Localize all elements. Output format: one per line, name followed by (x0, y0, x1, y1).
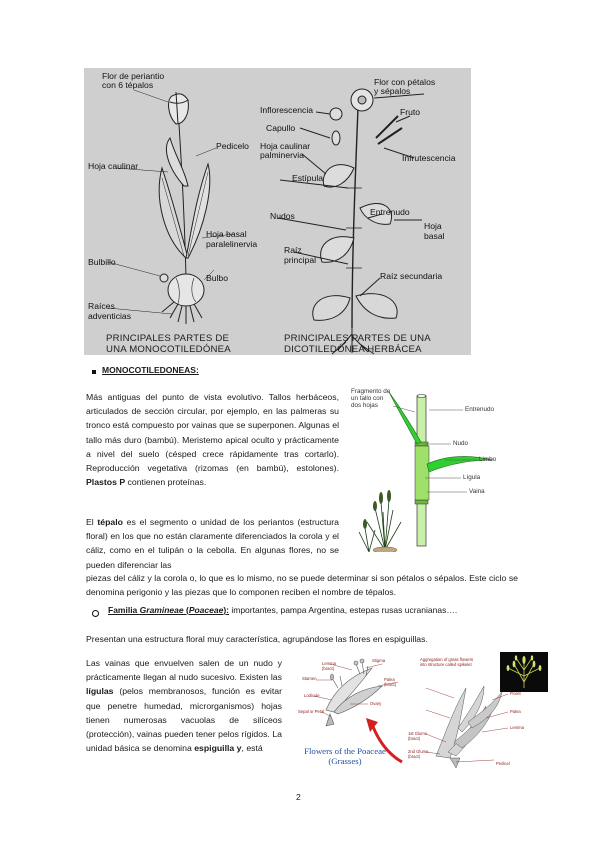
label-pedicelo: Pedicelo (216, 141, 249, 151)
label-lemma-2: (bract) (322, 666, 335, 671)
label-glume2-2: (bract) (408, 754, 421, 759)
label-ligula: Lígula (463, 474, 481, 481)
label-flor-petalos: Flor con pétalos (374, 77, 436, 87)
label-entrenudo: Entrenudo (370, 207, 410, 217)
label-lemma-right: Lemma (510, 725, 524, 730)
grass-stem-figure: Fragmento de un tallo con dos hojas Entr… (345, 382, 515, 554)
label-hoja-caulinar-right: Hoja caulinar (260, 141, 311, 151)
ligulas-bold: lígulas (86, 686, 114, 697)
caption-dico-1: PRINCIPALES PARTES DE UNA (284, 333, 431, 344)
family-prefix: Familia (108, 605, 140, 615)
label-estipula: Estípula (292, 173, 324, 183)
label-palea-2: (bract) (384, 682, 397, 687)
label-flor-petalos-2: y sépalos (374, 86, 411, 96)
label-hoja-basal-right-2: basal (424, 231, 445, 241)
sub-bullet-marker (92, 610, 99, 617)
grass-drawing (358, 391, 494, 554)
label-fruto: Fruto (400, 107, 421, 117)
paragraph-monocot-text: Más antiguas del punto de vista evolutiv… (86, 392, 339, 474)
label-flor-perianto: Flor de periantio (102, 71, 165, 81)
label-hoja-caulinar-right-2: palminervia (260, 150, 304, 160)
label-capullo: Capullo (266, 123, 296, 133)
label-sepal: Sepal or Petal (298, 709, 325, 714)
page-number: 2 (296, 792, 301, 802)
label-hoja-basal-left: Hoja basal (206, 229, 247, 239)
family-poaceae: Poaceae (188, 605, 224, 615)
label-inflorescencia: Inflorescencia (260, 105, 314, 115)
label-pedicel: Pedicel (496, 761, 510, 766)
family-paren-close: ): (223, 605, 229, 615)
label-ovary: Ovary (370, 701, 382, 706)
label-aggregation-2: into structure called spikelet (420, 662, 472, 667)
espiguilla-bold: espiguilla y (194, 743, 242, 754)
plant-parts-figure: Flor de periantio con 6 tépalos Pedicelo… (84, 68, 471, 355)
poaceae-drawing (313, 652, 548, 769)
paragraph-vainas: Las vainas que envuelven salen de un nud… (86, 656, 282, 755)
label-aggregation: Aggregation of grass flowers (420, 657, 474, 662)
paragraph-espiguillas: Presentan una estructura floral muy cara… (86, 634, 428, 644)
vainas-text-2: (pelos membranosos, función es evitar qu… (86, 686, 282, 754)
label-hoja-basal-left-2: paralelinervia (206, 239, 258, 249)
label-flor-perianto-2: con 6 tépalos (102, 80, 154, 90)
label-raiz-principal: Raíz (284, 245, 302, 255)
label-raices-2: adventicias (88, 311, 131, 321)
label-palea: Palea (384, 677, 395, 682)
paragraph-tepalo: El tépalo es el segmento o unidad de los… (86, 515, 339, 572)
paragraph-tepalo-cont: piezas del cáliz y la corola o, lo que e… (86, 573, 518, 598)
label-hoja-caulinar-left: Hoja caulinar (88, 161, 139, 171)
family-name: Familia Gramineae (Poaceae): (108, 605, 229, 615)
label-lodicule: Lodicule (304, 693, 320, 698)
bullet-marker (92, 370, 96, 374)
label-raiz-secundaria: Raíz secundaria (380, 271, 443, 281)
label-raices: Raíces (88, 301, 115, 311)
family-description: importantes, pampa Argentina, estepas ru… (228, 605, 458, 615)
label-entrenudo-grass: Entrenudo (465, 406, 495, 413)
tepalo-text: es el segmento o unidad de los periantos… (86, 517, 339, 570)
label-limbo: Limbo (479, 456, 497, 463)
label-glume2: 2nd Glume (408, 749, 429, 754)
vainas-text-3: , está (241, 743, 263, 754)
family-gramineae: Gramineae (139, 605, 184, 615)
poaceae-subtitle: (Grasses) (328, 756, 362, 766)
label-hoja-basal-right: Hoja (424, 221, 442, 231)
label-raiz-principal-2: principal (284, 255, 317, 265)
plastos-bold: Plastos P (86, 477, 126, 488)
family-paren-open: ( (183, 605, 189, 615)
label-infrutescencia: Infrutescencia (402, 153, 456, 163)
section-title: MONOCOTILEDONEAS: (102, 365, 199, 375)
poaceae-flowers-figure: Lemma (bract) Stigma Palea (bract) Stame… (286, 652, 548, 770)
caption-mono-1: PRINCIPALES PARTES DE (106, 333, 230, 344)
label-lemma: Lemma (322, 661, 336, 666)
tepalo-bold: tépalo (97, 517, 123, 527)
label-bulbillo: Bulbillo (88, 257, 116, 267)
label-palea-right: Palea (510, 709, 521, 714)
label-fragmento-3: dos hojas (351, 402, 378, 409)
caption-dico-2: DICOTILEDÓNEA HERBÁCEA (284, 344, 422, 355)
caption-mono-2: UNA MONOCOTILEDÓNEA (106, 344, 231, 355)
subsection-title: Familia Gramineae (Poaceae): importantes… (108, 605, 457, 615)
paragraph-monocot: Más antiguas del punto de vista evolutiv… (86, 390, 339, 489)
label-glume1: 1st Glume (408, 731, 428, 736)
label-fragmento: Fragmento de (351, 388, 391, 395)
label-bulbo: Bulbo (206, 273, 228, 283)
label-floret: Floret (510, 691, 521, 696)
paragraph-monocot-end: contienen proteínas. (125, 477, 207, 488)
label-vaina: Vaina (469, 488, 485, 495)
label-stigma: Stigma (372, 658, 386, 663)
label-stamen: Stamen (302, 676, 317, 681)
label-nudos: Nudos (270, 211, 295, 221)
tepalo-intro: El (86, 517, 98, 527)
poaceae-title: Flowers of the Poaceae (304, 746, 386, 756)
label-fragmento-2: un tallo con (351, 395, 384, 402)
vainas-text-1: Las vainas que envuelven salen de un nud… (86, 658, 282, 683)
label-glume1-2: (bract) (408, 736, 421, 741)
label-nudo: Nudo (453, 440, 469, 447)
plant-drawings (107, 88, 425, 355)
